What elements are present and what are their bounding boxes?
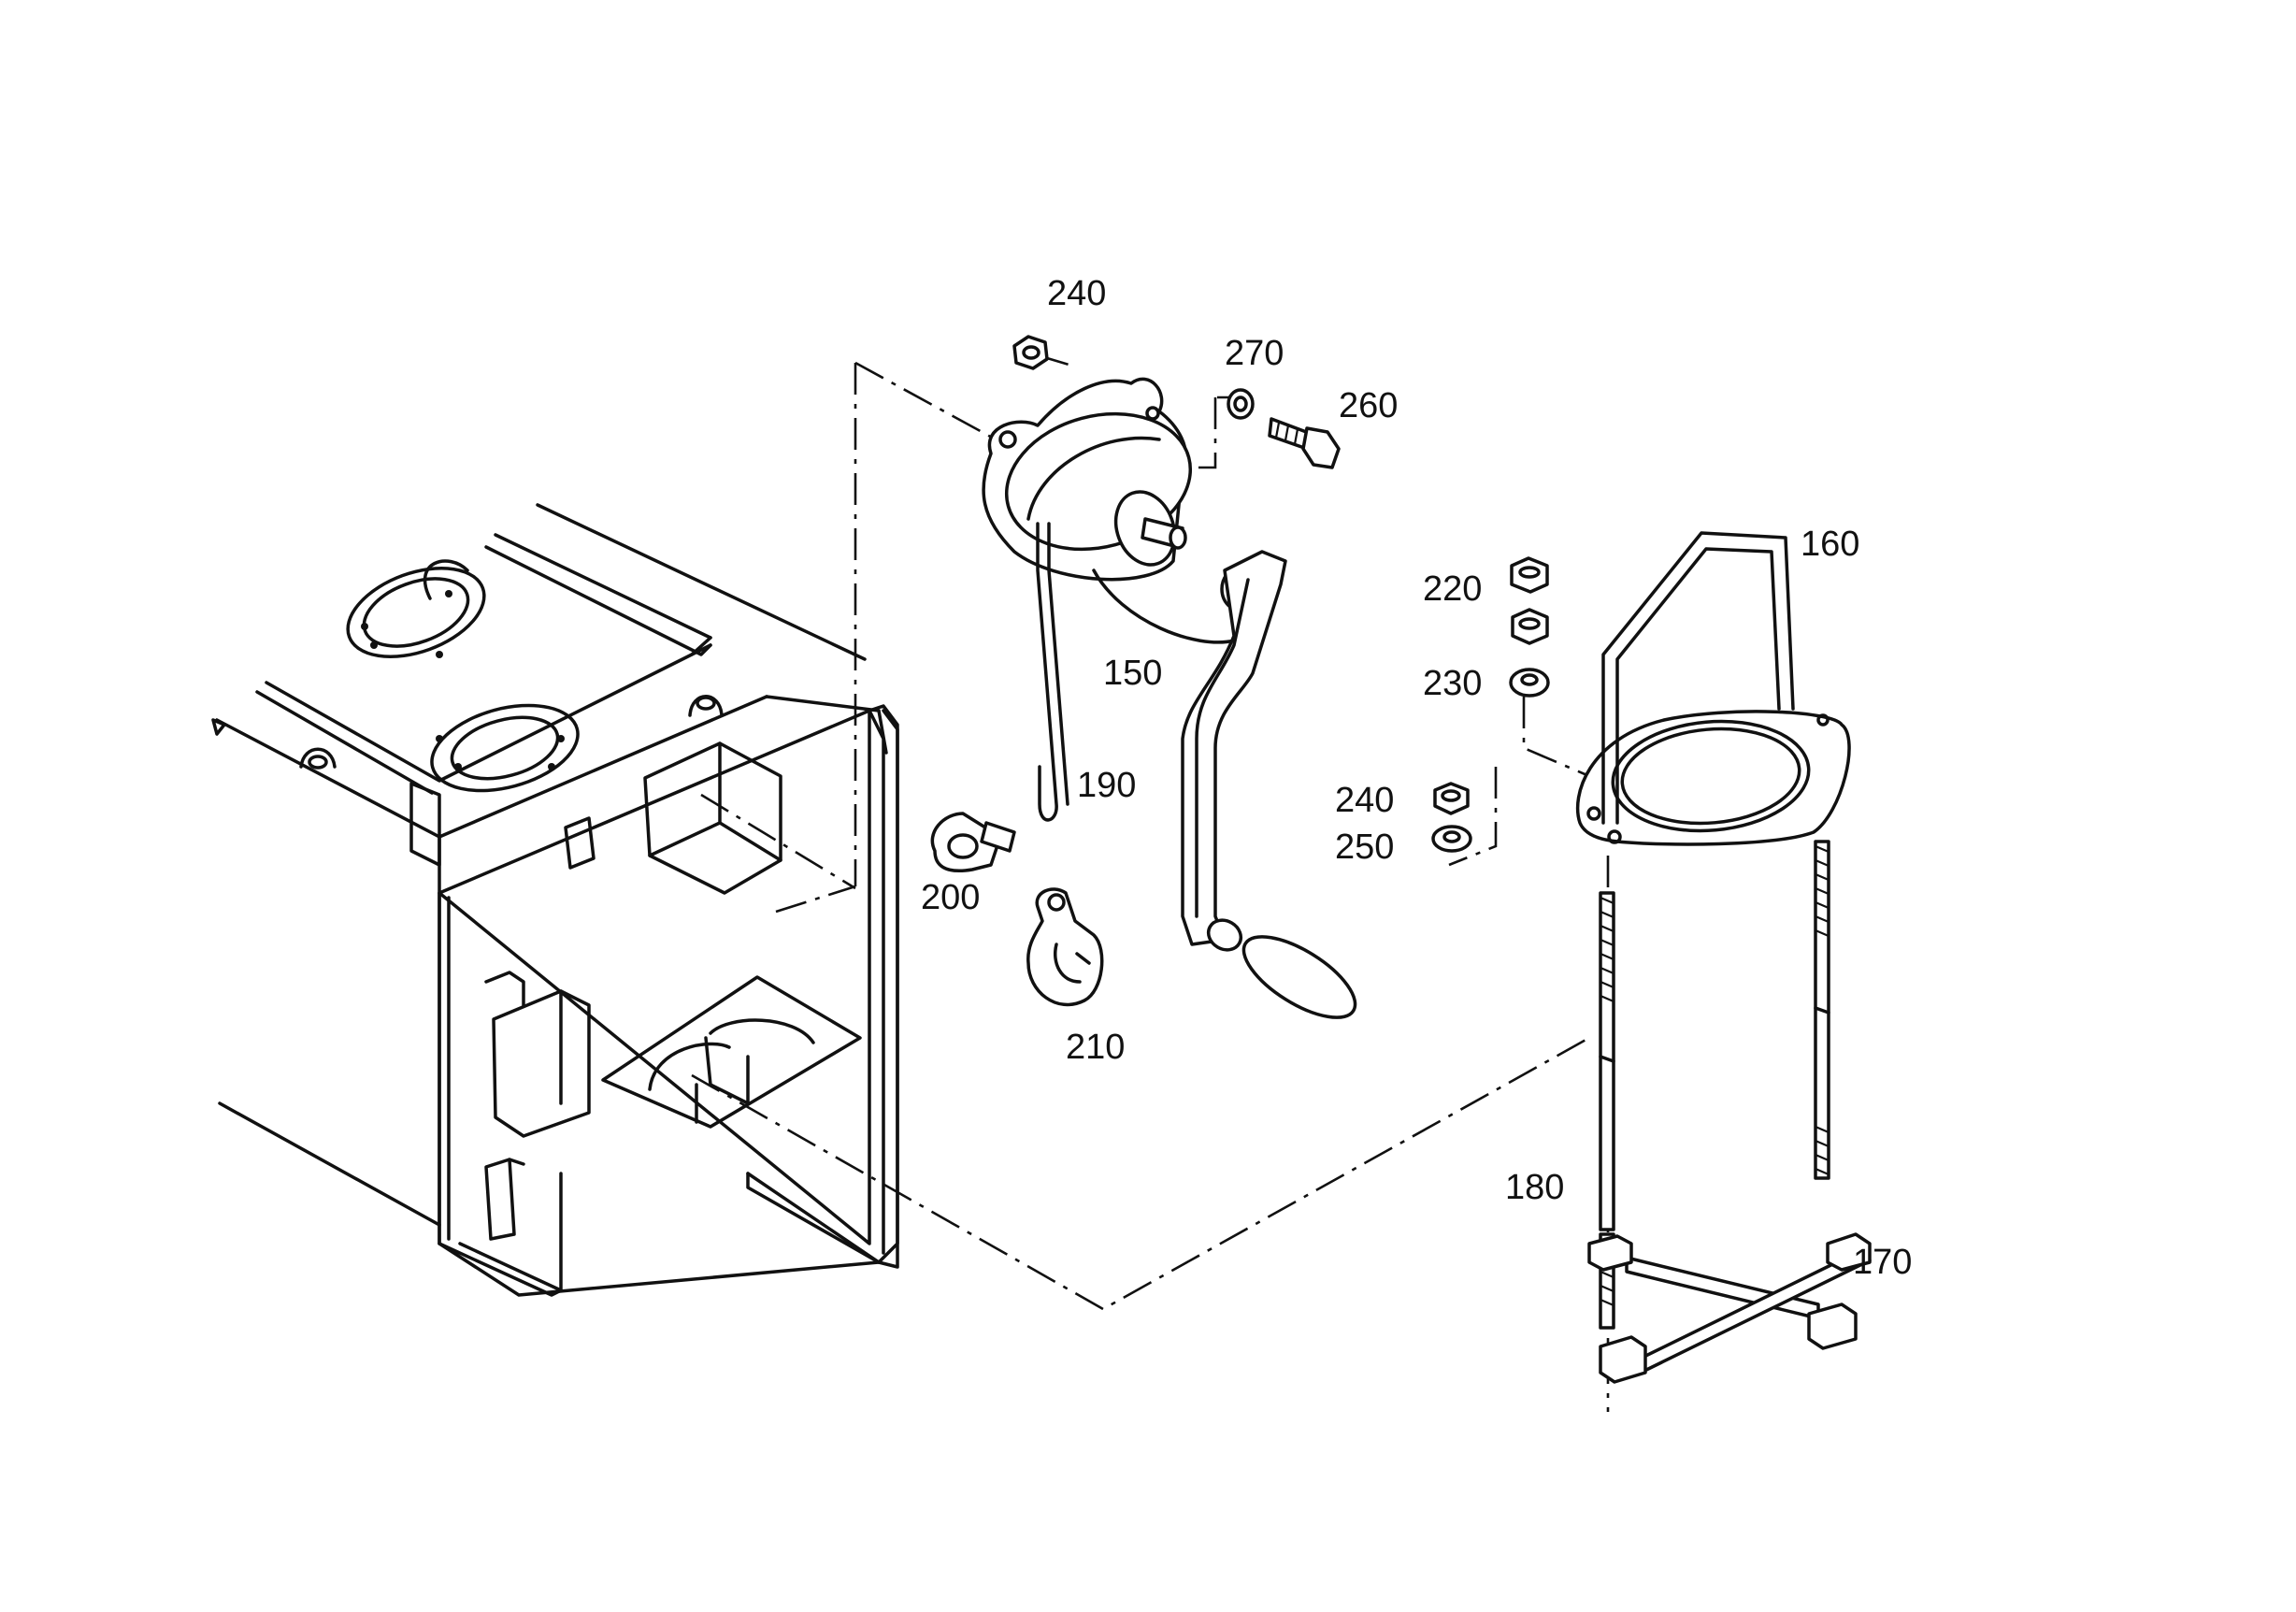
label-240-mid: 240: [1335, 781, 1394, 820]
threaded-rods: [1599, 840, 1830, 1330]
hardware-washer-270: [1227, 388, 1255, 420]
hardware-nut-240-top: [1012, 335, 1049, 370]
label-240-top: 240: [1047, 274, 1106, 313]
machine-frame: [211, 503, 899, 1297]
label-230: 230: [1423, 664, 1482, 703]
label-170: 170: [1853, 1243, 1912, 1282]
cross-stand: [1587, 1232, 1872, 1384]
hardware-nut-220: [1510, 556, 1549, 594]
hardware-washer-250: [1431, 825, 1472, 853]
hardware-bolt-260: [1268, 417, 1341, 469]
label-270: 270: [1225, 334, 1284, 373]
winch-housing: [982, 377, 1236, 822]
label-200: 200: [921, 878, 980, 917]
hardware-nut-240-mid: [1433, 782, 1470, 815]
part-labels: 240 270 260 160 220 230 150 190 240 250 …: [921, 274, 1912, 1282]
hook: [1026, 887, 1104, 1007]
label-180: 180: [1505, 1168, 1564, 1207]
label-250: 250: [1335, 828, 1394, 867]
ring-frame: [1575, 531, 1851, 846]
label-150: 150: [1103, 654, 1162, 693]
crank-handle: [1181, 550, 1357, 1019]
shackle: [930, 812, 1016, 872]
label-210: 210: [1066, 1028, 1125, 1067]
hardware-nut-220b: [1511, 608, 1549, 645]
label-260: 260: [1339, 386, 1398, 425]
hardware-washer-230: [1509, 668, 1550, 698]
label-160: 160: [1801, 525, 1859, 564]
label-220: 220: [1423, 569, 1482, 609]
label-190: 190: [1077, 766, 1136, 805]
